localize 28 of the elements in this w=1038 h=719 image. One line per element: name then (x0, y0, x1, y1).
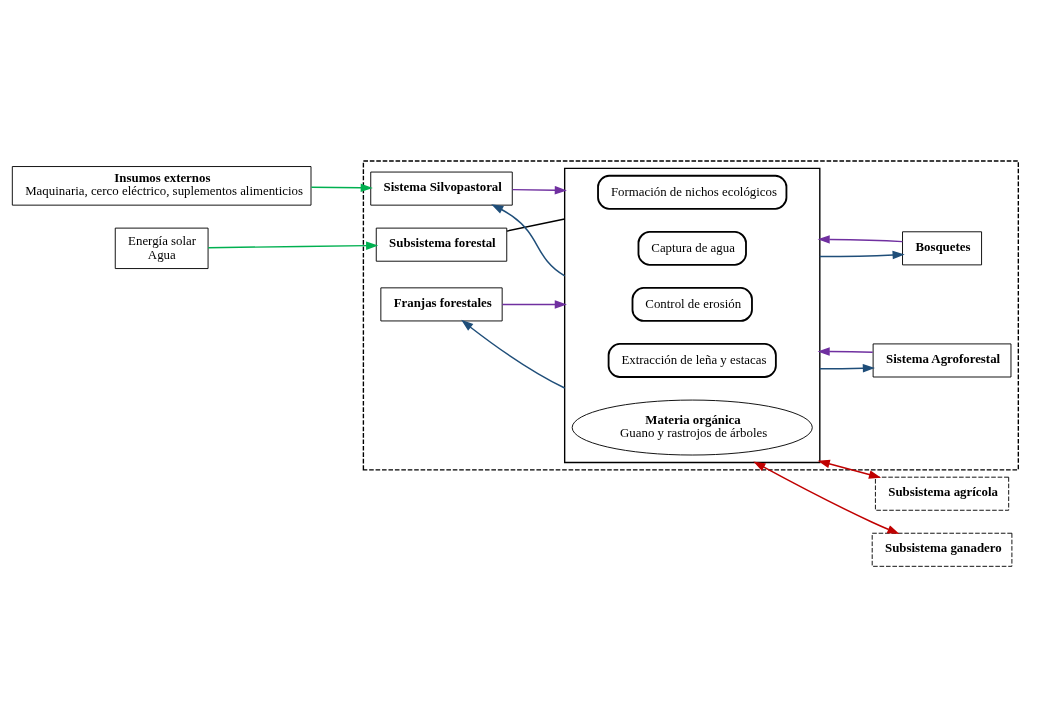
arrow (461, 319, 566, 389)
arrow (753, 460, 900, 534)
node-box: Subsistema forestal (375, 227, 508, 262)
node-box: Control de erosión (631, 286, 753, 322)
arrow (819, 363, 875, 372)
node-box: Sistema Silvopastoral (370, 171, 513, 206)
arrow (511, 185, 567, 194)
arrow (310, 183, 373, 192)
arrow (817, 346, 874, 356)
node-box: Formación de nichos ecológicos (597, 174, 788, 210)
arrow (817, 234, 904, 244)
node-box: Franjas forestales (380, 286, 503, 321)
node-box: Captura de agua (637, 230, 747, 266)
arrow (819, 250, 905, 259)
node-box: Subsistema agrícola (874, 476, 1010, 511)
node-box: Energía solar Agua (114, 227, 209, 269)
node-box: Sistema Agroforestal (872, 342, 1012, 377)
node-box: Extracción de leña y estacas (607, 342, 777, 378)
node-ellipse: Materia orgánica Guano y rastrojos de árboles (571, 399, 813, 455)
arrow (207, 240, 379, 250)
connector (506, 217, 566, 232)
arrow (817, 459, 882, 479)
arrow (501, 299, 567, 309)
node-box: Subsistema ganadero (871, 532, 1013, 567)
node-box: Insumos externos Maquinaria, cerco eléctrico, suplementos alimenticios (11, 165, 312, 206)
node-box: Bosquetes (902, 230, 983, 265)
arrow (491, 203, 566, 277)
cluster (563, 167, 821, 463)
